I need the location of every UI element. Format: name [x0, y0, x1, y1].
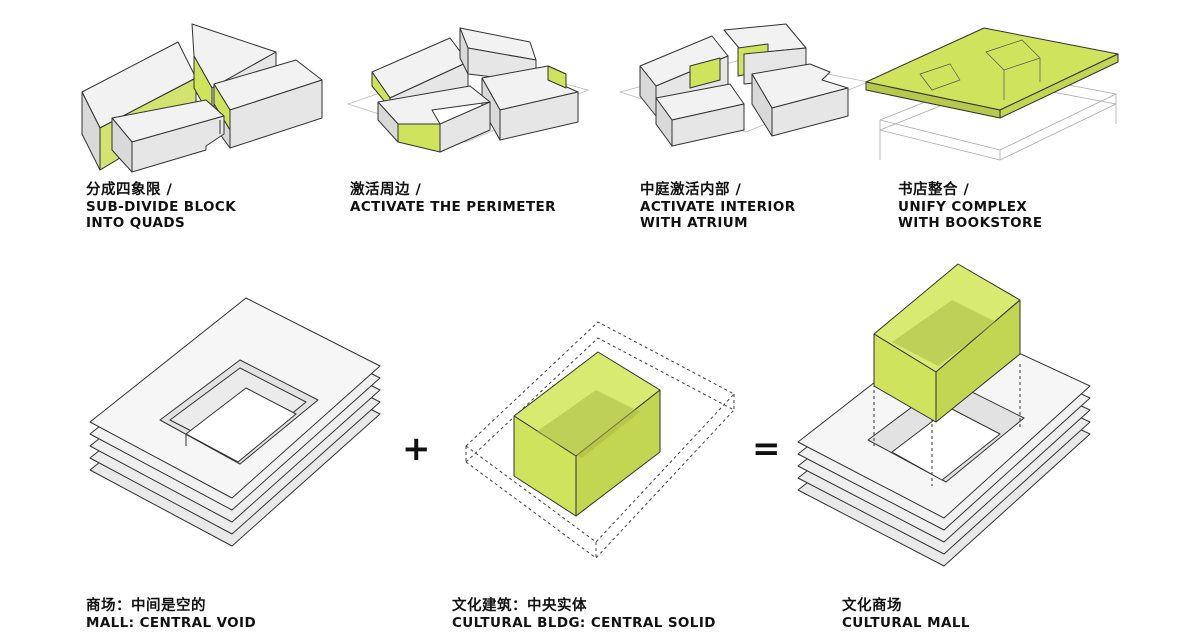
caption-en-line: SUB-DIVIDE BLOCK [86, 199, 237, 215]
caption-en-line: WITH BOOKSTORE [898, 215, 1043, 231]
caption-en: CULTURAL MALL [842, 615, 970, 631]
caption-cultural-bldg: 文化建筑：中央实体 CULTURAL BLDG: CENTRAL SOLID [452, 598, 716, 631]
dashed-site [465, 321, 735, 559]
caption-mall: 商场：中间是空的 MALL: CENTRAL VOID [86, 598, 256, 631]
caption-cultural-mall: 文化商场 CULTURAL MALL [842, 598, 970, 631]
caption-en-line: WITH ATRIUM [640, 215, 748, 231]
caption-zh: 激活周边 / [350, 182, 422, 198]
caption-zh: 中庭激活内部 / [640, 182, 742, 198]
caption-zh: 书店整合 / [898, 182, 970, 198]
caption-atrium: 中庭激活内部 / ACTIVATE INTERIOR WITH ATRIUM [640, 182, 796, 231]
caption-en-line: INTO QUADS [86, 215, 186, 231]
caption-en-line: UNIFY COMPLEX [898, 199, 1028, 215]
central-void [185, 387, 297, 463]
caption-quads: 分成四象限 / SUB-DIVIDE BLOCK INTO QUADS [86, 182, 236, 231]
caption-zh: 分成四象限 / [86, 182, 173, 198]
central-void [891, 407, 1001, 481]
caption-en: CULTURAL BLDG: CENTRAL SOLID [452, 615, 716, 631]
caption-en-line: ACTIVATE THE PERIMETER [350, 199, 556, 215]
plus-operator: + [402, 429, 431, 469]
caption-perimeter: 激活周边 / ACTIVATE THE PERIMETER [350, 182, 556, 215]
equals-operator: = [752, 429, 781, 469]
cultural-solid-box [513, 351, 661, 517]
caption-en: MALL: CENTRAL VOID [86, 615, 257, 631]
cultural-solid-box [873, 263, 1021, 423]
caption-zh: 文化建筑：中央实体 [452, 598, 587, 614]
quad-block [111, 99, 225, 173]
caption-zh: 商场：中间是空的 [86, 598, 206, 614]
caption-bookstore: 书店整合 / UNIFY COMPLEX WITH BOOKSTORE [898, 182, 1042, 231]
caption-zh: 文化商场 [842, 598, 902, 614]
caption-en-line: ACTIVATE INTERIOR [640, 199, 796, 215]
